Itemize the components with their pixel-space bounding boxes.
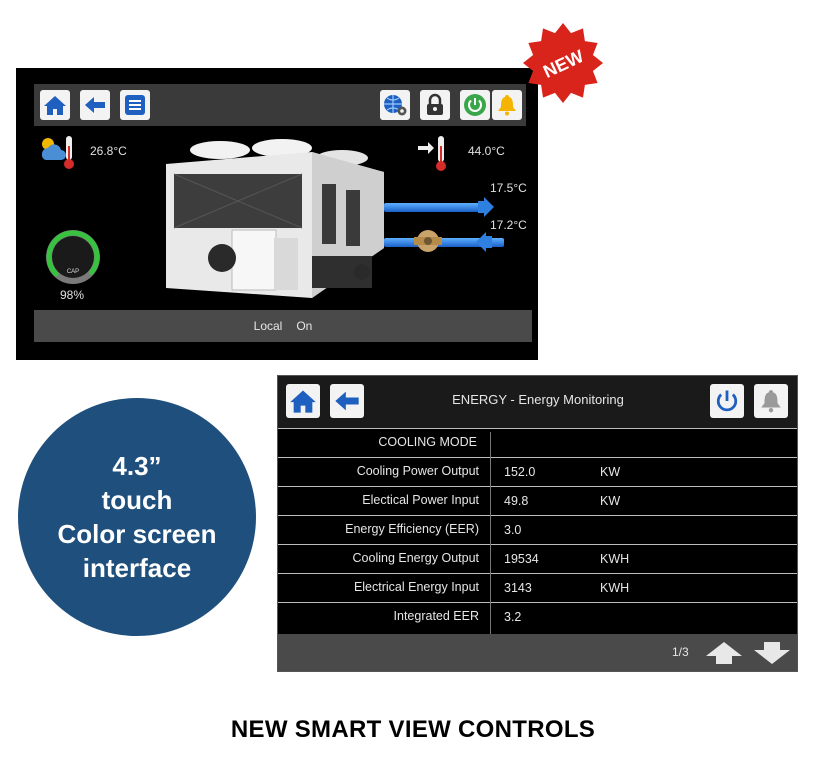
- page-indicator: 1/3: [672, 645, 689, 659]
- home-icon: [44, 96, 66, 115]
- home-icon: [290, 390, 316, 413]
- energy-monitoring-screen: ENERGY - Energy Monitoring COOLING MODE …: [277, 375, 798, 672]
- energy-header: ENERGY - Energy Monitoring: [278, 376, 797, 428]
- discharge-temperature: 44.0°C: [468, 144, 505, 158]
- table-row: Integrated EER 3.2: [278, 602, 797, 631]
- row-value: 3.2: [504, 610, 522, 624]
- outlet-thermometer-icon: [418, 136, 446, 171]
- home-button[interactable]: [40, 90, 70, 120]
- inlet-flow-arrow-icon: [476, 232, 492, 252]
- row-value: 49.8: [504, 494, 529, 508]
- power-button[interactable]: [710, 384, 744, 418]
- table-row: Cooling Energy Output 19534 KWH: [278, 544, 797, 573]
- table-row: Electrical Energy Input 3143 KWH: [278, 573, 797, 602]
- row-label: Integrated EER: [393, 609, 479, 623]
- row-value: 152.0: [504, 465, 536, 479]
- power-icon: [464, 94, 486, 116]
- pagination-bar: 1/3: [278, 634, 797, 671]
- feature-line-interface: interface: [82, 553, 192, 583]
- row-label: Energy Efficiency (EER): [345, 522, 479, 536]
- control-mode: Local: [253, 319, 283, 333]
- main-dashboard-screen: 26.8°C 44.0°C 17.5°C 17.2°C CAP 9: [16, 68, 538, 360]
- feature-circle: 4.3” touch Color screen interface: [18, 398, 256, 636]
- feature-line-touch: touch: [101, 485, 173, 515]
- row-label: Electrical Energy Input: [353, 580, 479, 594]
- arrow-up-icon: [706, 642, 742, 664]
- lock-icon: [427, 93, 443, 115]
- row-value: 3.0: [504, 523, 522, 537]
- list-icon: [125, 95, 145, 115]
- page-up-button[interactable]: [704, 640, 744, 666]
- power-button[interactable]: [460, 90, 490, 120]
- capacity-gauge: CAP: [46, 230, 100, 284]
- power-icon: [716, 390, 738, 412]
- row-label: Electical Power Input: [362, 493, 479, 507]
- alarm-button[interactable]: [492, 90, 522, 120]
- new-badge: NEW: [523, 23, 603, 103]
- row-unit: KW: [600, 465, 621, 479]
- row-unit: KWH: [600, 552, 630, 566]
- row-label: Cooling Power Output: [356, 464, 479, 478]
- back-arrow-icon: [85, 97, 105, 113]
- page-down-button[interactable]: [752, 640, 792, 666]
- capacity-gauge-label: CAP: [67, 269, 79, 275]
- unit-state: On: [296, 319, 313, 333]
- back-button[interactable]: [330, 384, 364, 418]
- back-arrow-icon: [335, 391, 359, 411]
- home-button[interactable]: [286, 384, 320, 418]
- flow-valve-icon: [414, 230, 442, 252]
- bell-icon: [498, 95, 516, 116]
- menu-list-button[interactable]: [120, 90, 150, 120]
- arrow-down-icon: [754, 642, 790, 664]
- water-inlet-temperature: 17.2°C: [490, 218, 527, 232]
- ambient-temperature: 26.8°C: [90, 144, 127, 158]
- row-unit: KWH: [600, 581, 630, 595]
- column-divider: [490, 432, 491, 636]
- water-outlet-temperature: 17.5°C: [490, 181, 527, 195]
- row-unit: KW: [600, 494, 621, 508]
- feature-line-size: 4.3”: [112, 451, 162, 481]
- screen-title: ENERGY - Energy Monitoring: [452, 392, 624, 407]
- row-value: 3143: [504, 581, 532, 595]
- page-caption: NEW SMART VIEW CONTROLS: [230, 716, 596, 743]
- table-row: Energy Efficiency (EER) 3.0: [278, 515, 797, 544]
- row-label: Cooling Energy Output: [352, 551, 479, 565]
- table-row: Cooling Power Output 152.0 KW: [278, 457, 797, 486]
- lock-button[interactable]: [420, 90, 450, 120]
- bell-icon: [761, 390, 781, 413]
- network-settings-button[interactable]: [380, 90, 410, 120]
- back-button[interactable]: [80, 90, 110, 120]
- table-row: Electical Power Input 49.8 KW: [278, 486, 797, 515]
- top-toolbar: [34, 84, 526, 126]
- outlet-water-pipe: [384, 203, 480, 212]
- section-header-row: COOLING MODE: [278, 428, 797, 457]
- alarm-button[interactable]: [754, 384, 788, 418]
- capacity-percent: 98%: [60, 288, 85, 302]
- row-value: 19534: [504, 552, 539, 566]
- section-label: COOLING MODE: [378, 435, 477, 449]
- inlet-water-pipe: [384, 238, 504, 247]
- outlet-flow-arrow-icon: [478, 197, 494, 217]
- status-bar: Local On: [34, 310, 532, 342]
- chiller-unit-image: [166, 139, 384, 298]
- network-settings-icon: [384, 95, 407, 116]
- feature-line-color-screen: Color screen: [57, 519, 217, 549]
- weather-thermometer-icon: [41, 136, 74, 169]
